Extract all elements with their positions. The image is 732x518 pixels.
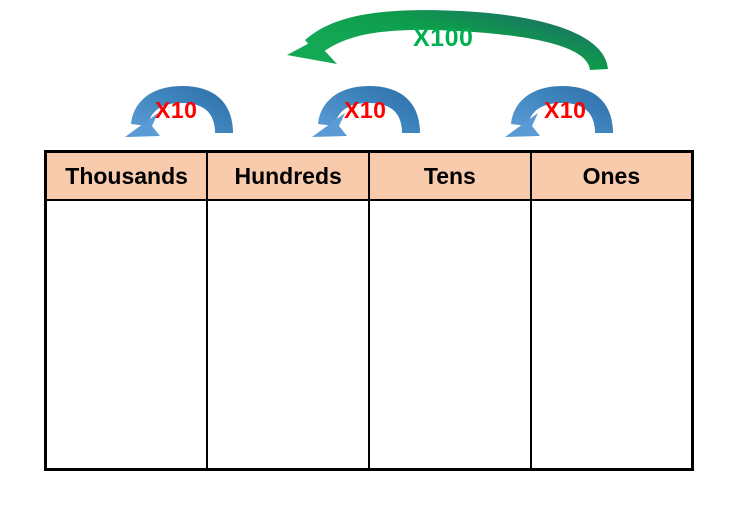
table-row bbox=[45, 199, 693, 470]
arrow-x10-ones-to-tens bbox=[505, 86, 613, 137]
column-header-hundreds: Hundreds bbox=[206, 151, 370, 201]
cell-hundreds[interactable] bbox=[206, 199, 370, 470]
arrow-x10-tens-to-hundreds bbox=[312, 86, 420, 137]
arrow-label-x100: X100 bbox=[413, 24, 474, 52]
arrow-label-x10-hundreds-to-thousands: X10 bbox=[155, 97, 198, 123]
arrow-label-x10-tens-to-hundreds: X10 bbox=[344, 97, 387, 123]
column-header-thousands: Thousands bbox=[45, 151, 209, 201]
cell-tens[interactable] bbox=[368, 199, 532, 470]
arrow-label-x10-ones-to-tens: X10 bbox=[544, 97, 587, 123]
cell-thousands[interactable] bbox=[45, 199, 209, 470]
place-value-table: Thousands Hundreds Tens Ones bbox=[44, 150, 694, 471]
arrow-x10-hundreds-to-thousands bbox=[125, 86, 233, 137]
column-header-ones: Ones bbox=[529, 151, 693, 201]
cell-ones[interactable] bbox=[529, 199, 693, 470]
table-header-row: Thousands Hundreds Tens Ones bbox=[45, 151, 693, 201]
column-header-tens: Tens bbox=[368, 151, 532, 201]
arrow-x100-ones-to-hundreds bbox=[287, 10, 608, 70]
